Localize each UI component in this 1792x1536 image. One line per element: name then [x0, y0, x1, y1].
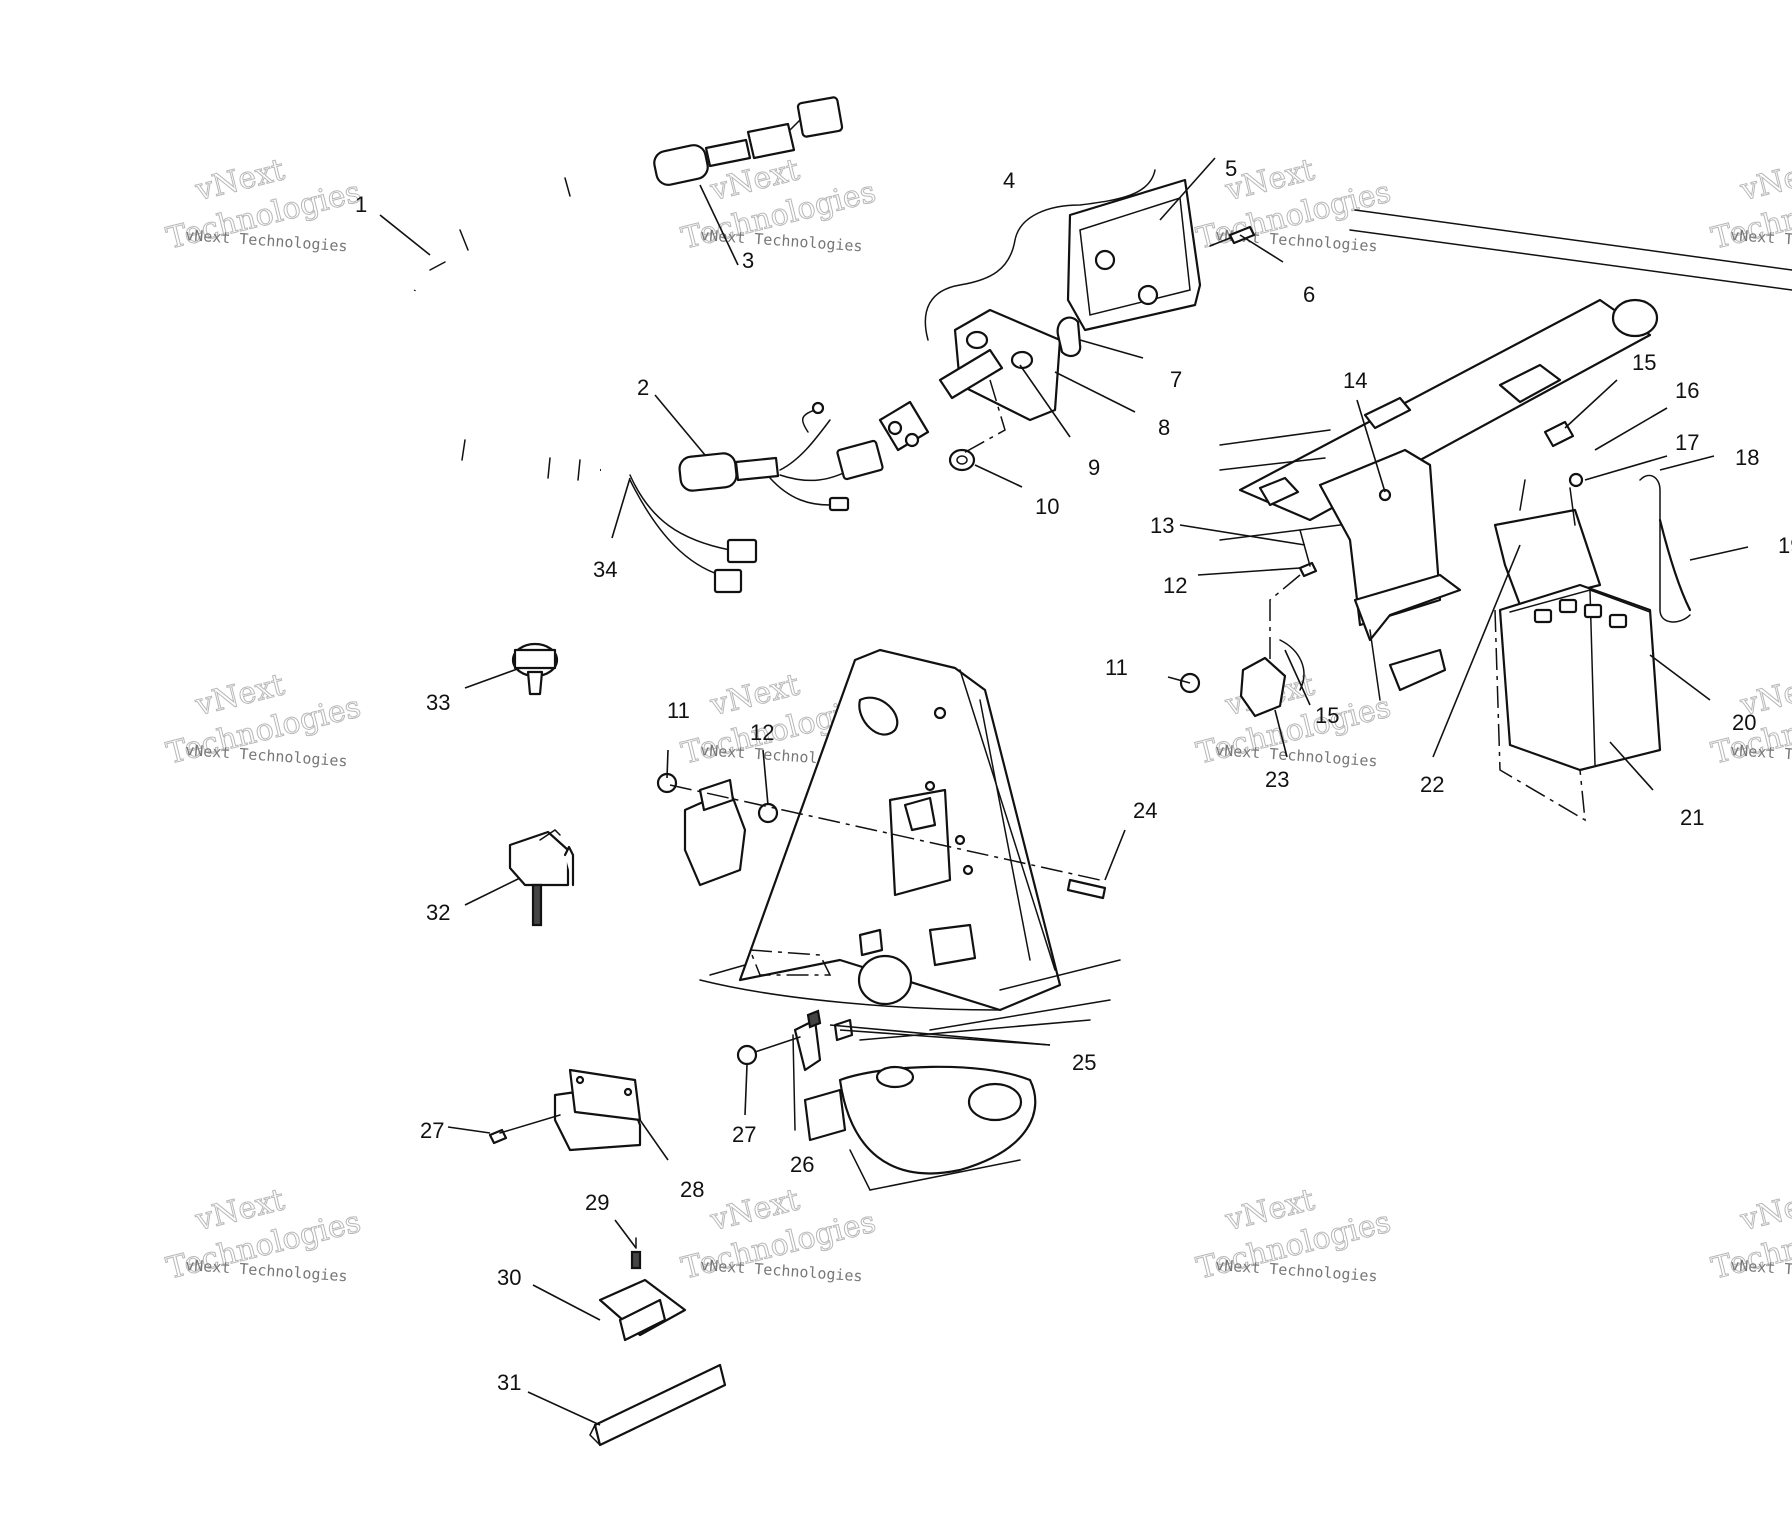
callout-23: 23	[1265, 767, 1289, 792]
callout-12-left: 12	[750, 720, 774, 745]
battery-bracket	[1318, 448, 1462, 701]
callout-7: 7	[1170, 367, 1182, 392]
callout-27-left: 27	[420, 1118, 444, 1143]
callout-5: 5	[1225, 156, 1237, 181]
wiring-harness	[387, 96, 884, 594]
callout-19: 19	[1778, 533, 1792, 558]
relay-small	[1179, 529, 1318, 718]
callout-22: 22	[1420, 772, 1444, 797]
leader-lines	[379, 157, 1749, 1426]
strip-31	[589, 1363, 727, 1447]
callout-25: 25	[1072, 1050, 1096, 1075]
callout-26: 26	[790, 1152, 814, 1177]
bracket-28	[488, 1068, 642, 1152]
watermark-line1: vNext	[1736, 1182, 1792, 1238]
callout-17: 17	[1675, 430, 1699, 455]
callout-31: 31	[497, 1370, 521, 1395]
screw-27	[736, 1036, 801, 1066]
callout-10: 10	[1035, 494, 1059, 519]
callout-8: 8	[1158, 415, 1170, 440]
clip-33	[511, 642, 559, 696]
callout-15-mid: 15	[1315, 703, 1339, 728]
callout-30: 30	[497, 1265, 521, 1290]
callout-4: 4	[1003, 168, 1015, 193]
callout-3: 3	[742, 248, 754, 273]
callout-24: 24	[1133, 798, 1157, 823]
side-panel	[709, 648, 1062, 1012]
clip-32	[508, 829, 575, 927]
watermark-line1: vNext	[1736, 152, 1792, 208]
callout-15-top: 15	[1632, 350, 1656, 375]
callout-18: 18	[1735, 445, 1759, 470]
callout-11-right: 11	[1105, 655, 1128, 680]
callout-11-left: 11	[667, 698, 690, 723]
callout-13: 13	[1150, 513, 1174, 538]
callout-12-right: 12	[1163, 573, 1187, 598]
frame-tube	[1219, 209, 1792, 541]
callout-6: 6	[1303, 282, 1315, 307]
chassis-floor	[699, 959, 1121, 1191]
callout-16: 16	[1675, 378, 1699, 403]
bracket-30	[598, 1237, 687, 1342]
callout-27-mid: 27	[732, 1122, 756, 1147]
battery	[1493, 420, 1692, 822]
taillight-assembly	[878, 169, 1256, 472]
callout-32: 32	[426, 900, 450, 925]
callout-labels: 1 2 3 4 5 6 7 8 9 10 11 12 13 14 15 15 1…	[355, 156, 1792, 1395]
callout-9: 9	[1088, 455, 1100, 480]
callout-1: 1	[355, 192, 367, 217]
callout-2: 2	[637, 375, 649, 400]
callout-14: 14	[1343, 368, 1367, 393]
callout-33: 33	[426, 690, 450, 715]
callout-34: 34	[593, 557, 617, 582]
callout-29: 29	[585, 1190, 609, 1215]
callout-20: 20	[1732, 710, 1756, 735]
callout-21: 21	[1680, 805, 1704, 830]
callout-28: 28	[680, 1177, 704, 1202]
